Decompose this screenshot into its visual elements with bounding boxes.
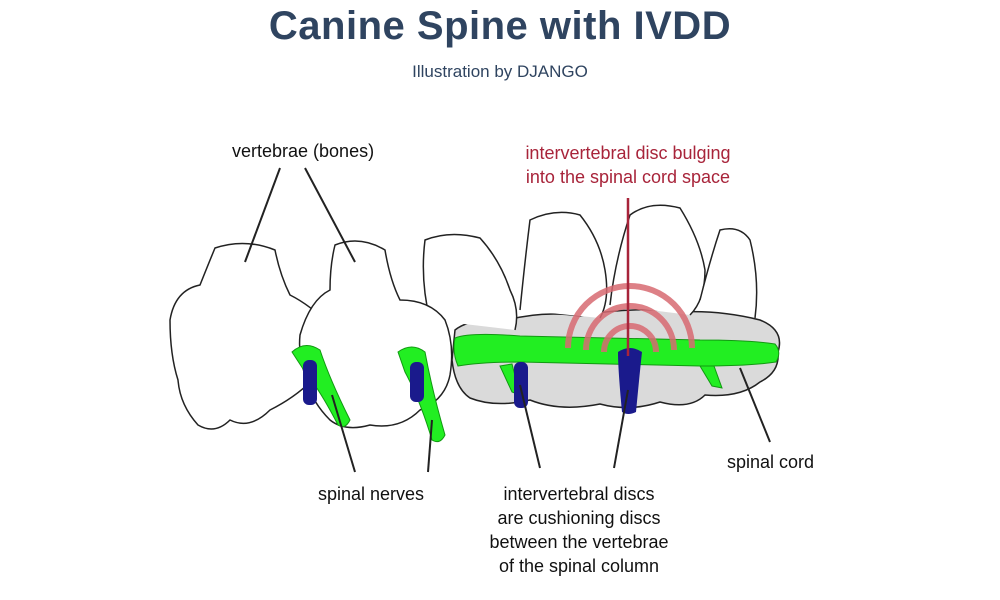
page-subtitle: Illustration by DJANGO xyxy=(412,62,588,81)
leader-lines xyxy=(244,167,771,473)
leader-nerves-1 xyxy=(331,394,356,473)
vertebra-process-5 xyxy=(609,204,706,316)
vertebra-process-6 xyxy=(699,228,758,319)
leader-nerves-2 xyxy=(427,419,433,473)
page-title: Canine Spine with IVDD xyxy=(268,4,732,48)
spinal-cord xyxy=(453,333,780,367)
leader-vertebrae-1 xyxy=(244,167,281,263)
label-spinal-nerves: spinal nerves xyxy=(318,484,425,504)
label-bulging-line2: into the spinal cord space xyxy=(525,167,731,187)
spinal-nerve-4 xyxy=(699,365,723,389)
disc-bulging xyxy=(618,348,642,414)
leader-vertebrae-2 xyxy=(304,167,356,263)
label-bulging-line1: intervertebral disc bulging xyxy=(525,143,731,163)
label-discs-line2: are cushioning discs xyxy=(497,508,661,528)
label-bulging-disc: intervertebral disc bulging into the spi… xyxy=(488,141,768,189)
label-discs-line4: of the spinal column xyxy=(498,556,660,576)
vertebra-process-3 xyxy=(422,233,518,331)
vertebra-process-4 xyxy=(519,211,608,319)
label-discs-line1: intervertebral discs xyxy=(503,484,655,504)
disc-2 xyxy=(410,362,424,402)
leader-cord xyxy=(739,367,771,443)
bulge-pulse-arcs xyxy=(565,283,695,353)
leader-discs-2 xyxy=(613,389,629,469)
label-spinal-cord: spinal cord xyxy=(727,452,815,472)
label-discs-line3: between the vertebrae xyxy=(489,532,669,552)
label-intervertebral-discs: intervertebral discs are cushioning disc… xyxy=(464,482,694,578)
label-vertebrae: vertebrae (bones) xyxy=(232,141,375,161)
leader-discs-1 xyxy=(519,384,541,469)
disc-1 xyxy=(303,360,317,405)
